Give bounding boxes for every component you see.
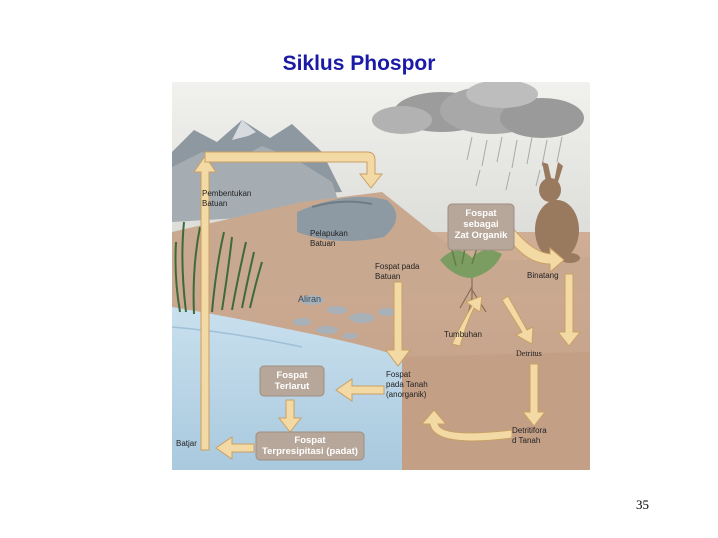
arrow-organik-binatang <box>503 226 565 274</box>
diagram-illustration <box>171 80 590 470</box>
stream-rocks <box>293 295 396 339</box>
cloud-icon <box>372 80 584 138</box>
label-aliran: Aliran <box>298 294 322 304</box>
box-label-fospat-terpresipitasi: Fospat Terpresipitasi (padat) <box>262 435 358 457</box>
arrow-to-batuan <box>215 436 255 460</box>
arrow-tanah-plant <box>451 295 483 347</box>
rain-icon <box>466 136 563 191</box>
plant-icon <box>440 231 502 325</box>
arrow-right-down <box>556 273 582 347</box>
arrow-plant-detritus <box>501 295 534 345</box>
arrow-terlarut-down <box>277 399 303 433</box>
arrow-top <box>204 151 384 189</box>
arrow-tanah-terlarut <box>335 378 385 402</box>
box-organik <box>447 203 515 251</box>
label-binatang: Binatang <box>527 271 559 280</box>
label-fospat-pada-batuan: Fospat pada Batuan <box>375 262 420 281</box>
box-terlarut <box>259 365 325 397</box>
box-terpresipitasi <box>255 431 365 461</box>
page-title: Siklus Phospor <box>282 52 436 75</box>
phosphorus-cycle-diagram: Pembentukan Batuan Pelapukan Batuan Fosp… <box>171 80 590 470</box>
label-batjar: Batjar <box>176 439 197 448</box>
arrow-detritifora-tanah <box>420 409 513 442</box>
page-number: 35 <box>636 497 649 512</box>
box-label-fospat-terlarut: Fospat Terlarut <box>274 370 310 392</box>
label-fospat-pada-tanah: Fospat pada Tanah (anorganik) <box>386 370 428 399</box>
arrow-up-left <box>193 155 217 451</box>
box-label-fospat-organik: Fospat sebagai Zat Organik <box>454 208 508 241</box>
label-detritus: Detritus <box>516 349 542 358</box>
label-detritifora: Detritifora d Tanah <box>512 426 547 445</box>
arrow-detritus-down <box>521 363 547 427</box>
cycle-arrows <box>193 151 582 460</box>
label-pembentukan-batuan: Pembentukan Batuan <box>202 189 252 208</box>
label-pelapukan-batuan: Pelapukan Batuan <box>310 229 348 248</box>
label-tumbuhan: Tumbuhan <box>444 330 482 339</box>
arrow-down-center <box>385 281 411 367</box>
